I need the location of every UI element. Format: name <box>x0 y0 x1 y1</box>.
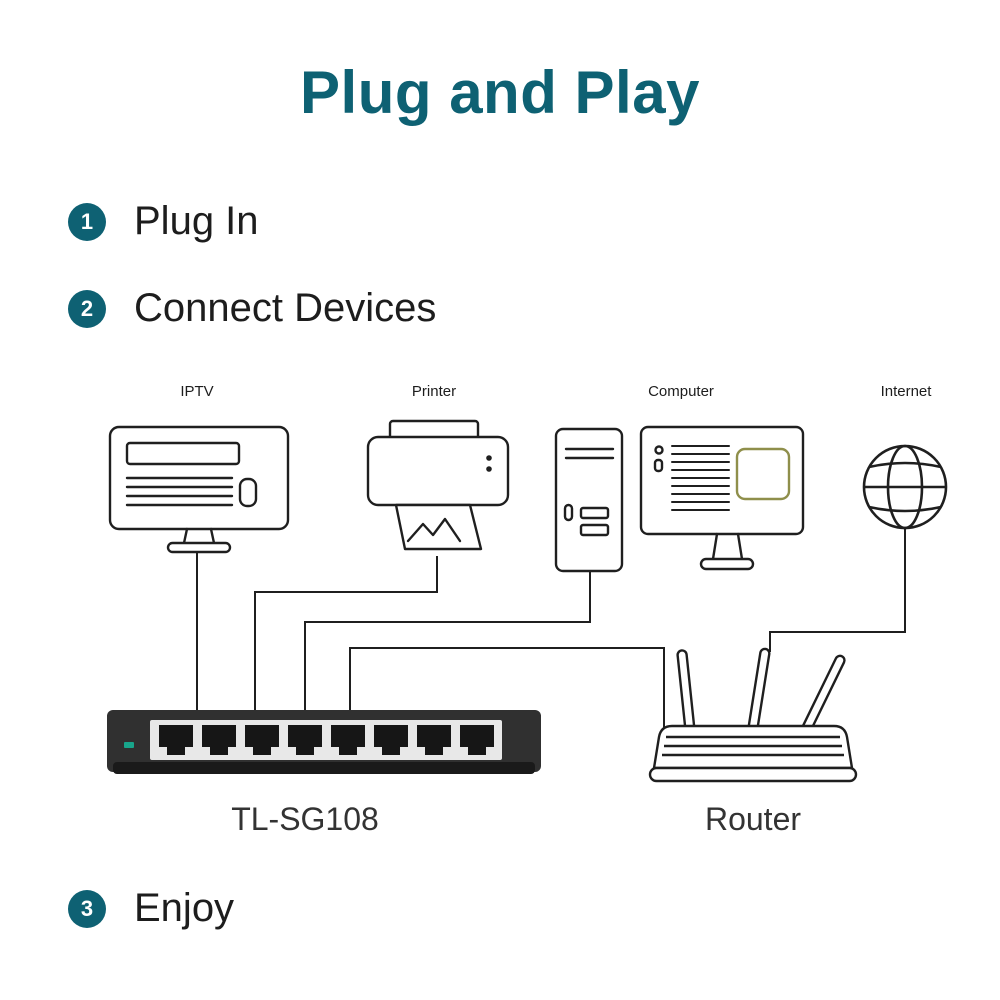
step-1-badge: 1 <box>68 202 106 241</box>
switch-led <box>124 742 134 748</box>
rj45-port <box>288 725 322 755</box>
cable-printer-to-switch <box>254 556 438 714</box>
switch-model-label: TL-SG108 <box>231 801 379 837</box>
router-icon <box>648 647 858 783</box>
device-label-printer: Printer <box>411 383 457 400</box>
printer-icon <box>366 419 510 551</box>
switch-icon <box>107 710 541 774</box>
internet-globe-icon <box>862 444 948 530</box>
rj45-port <box>245 725 279 755</box>
connection-lines <box>196 528 906 742</box>
screen-text-lines <box>671 445 730 511</box>
rj45-port <box>374 725 408 755</box>
rj45-port <box>159 725 193 755</box>
cable-internet-to-router <box>769 528 906 652</box>
cable-switch-to-router <box>349 647 665 742</box>
step-plug-in: 1 Plug In <box>68 199 259 244</box>
step-enjoy: 3 Enjoy <box>68 886 234 931</box>
step-1-label: Plug In <box>134 199 259 243</box>
step-3-label: Enjoy <box>134 886 235 930</box>
computer-icon <box>554 425 805 573</box>
router-antenna-middle <box>747 647 771 734</box>
step-connect-devices: 2 Connect Devices <box>68 286 436 331</box>
router-antenna-right <box>800 654 846 736</box>
device-label-internet: Internet <box>880 383 932 400</box>
step-3-badge: 3 <box>68 889 106 928</box>
rj45-port <box>331 725 365 755</box>
rj45-port <box>202 725 236 755</box>
router-base <box>648 766 858 783</box>
page-title: Plug and Play <box>300 59 700 126</box>
switch-ports <box>159 725 494 755</box>
iptv-icon <box>108 425 290 554</box>
router-antenna-left <box>676 649 696 736</box>
rj45-port <box>460 725 494 755</box>
router-label: Router <box>704 801 802 837</box>
device-label-iptv: IPTV <box>180 383 214 400</box>
switch-port-strip <box>150 720 502 760</box>
rj45-port <box>417 725 451 755</box>
step-2-badge: 2 <box>68 289 106 328</box>
cable-computer-to-switch <box>304 572 591 714</box>
step-2-label: Connect Devices <box>134 286 437 330</box>
device-label-computer: Computer <box>648 383 714 400</box>
